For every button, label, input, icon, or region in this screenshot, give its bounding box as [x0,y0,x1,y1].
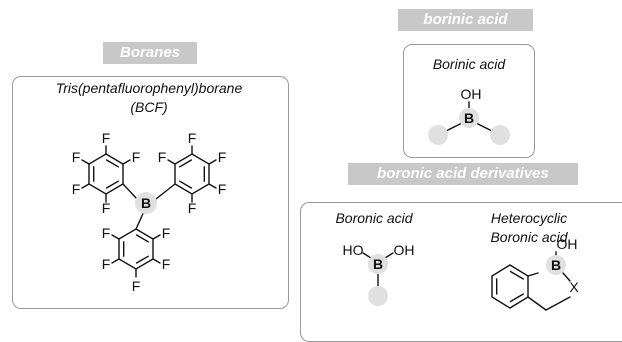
borinic-acid-panel [403,44,535,158]
heterocyclic-heteroatom: X [569,279,579,295]
borinic-boron-atom: B [464,110,474,126]
boronic-acid-derivatives-header: boronic acid derivatives [348,163,578,185]
heterocyclic-boron-highlight [546,255,566,275]
borinic-r-group-left [428,125,448,145]
boronic-r-group [368,286,388,306]
fluorine-atom: F [102,225,111,241]
fluorine-atom: F [162,256,171,272]
borinic-hydroxyl: OH [461,86,482,102]
heterocyclic-boronic-acid-label: Boronic acid [490,229,568,245]
fluorine-atom: F [132,278,141,294]
fluorine-atom: F [72,149,81,165]
heterocyclic-hydroxyl: OH [557,236,578,252]
boranes-header: Boranes [103,42,197,64]
fluorine-atom: F [218,149,227,165]
boronic-hydroxyl-right: OH [394,242,415,258]
borinic-boron-highlight [459,108,479,128]
boronic-acid-label: Boronic acid [335,210,413,226]
borinic-r-group-right [490,125,510,145]
boronic-acid-derivatives-panel [300,202,622,342]
bcf-abbreviation-label: (BCF) [130,99,168,115]
fluorine-atom: F [102,256,111,272]
fluorine-atom: F [188,130,197,146]
borinic-acid-label: Borinic acid [432,56,506,72]
bcf-boron-atom: B [141,195,151,211]
borinic-acid-header: borinic acid [398,9,533,31]
fluorine-atom: F [188,200,197,216]
bcf-ring-bottom [111,206,161,278]
bcf-ring-left [81,145,138,203]
bcf-boron-highlight [135,192,157,214]
boranes-panel [12,76,289,309]
boronic-boron-atom: B [373,256,383,272]
boronic-boron-highlight [368,254,388,274]
heterocyclic-boron-atom: B [551,257,561,273]
fluorine-atom: F [162,225,171,241]
fluorine-atom: F [72,181,81,197]
fluorine-atom: F [218,181,227,197]
heterocyclic-boronic-acid-bonds [491,251,571,311]
bcf-name-label: Tris(pentafluorophenyl)borane [55,80,243,96]
chemical-structures-drawing: B F F F F F F F F F F F F F F F B OH B H… [72,86,579,311]
boronic-hydroxyl-left: HO [343,242,364,258]
fluorine-atom: F [132,149,141,165]
heterocyclic-label: Heterocyclic [490,210,568,226]
fluorine-atom: F [102,130,111,146]
fluorine-atom: F [102,200,111,216]
fluorine-atom: F [158,149,167,165]
bcf-ring-right [155,145,217,203]
